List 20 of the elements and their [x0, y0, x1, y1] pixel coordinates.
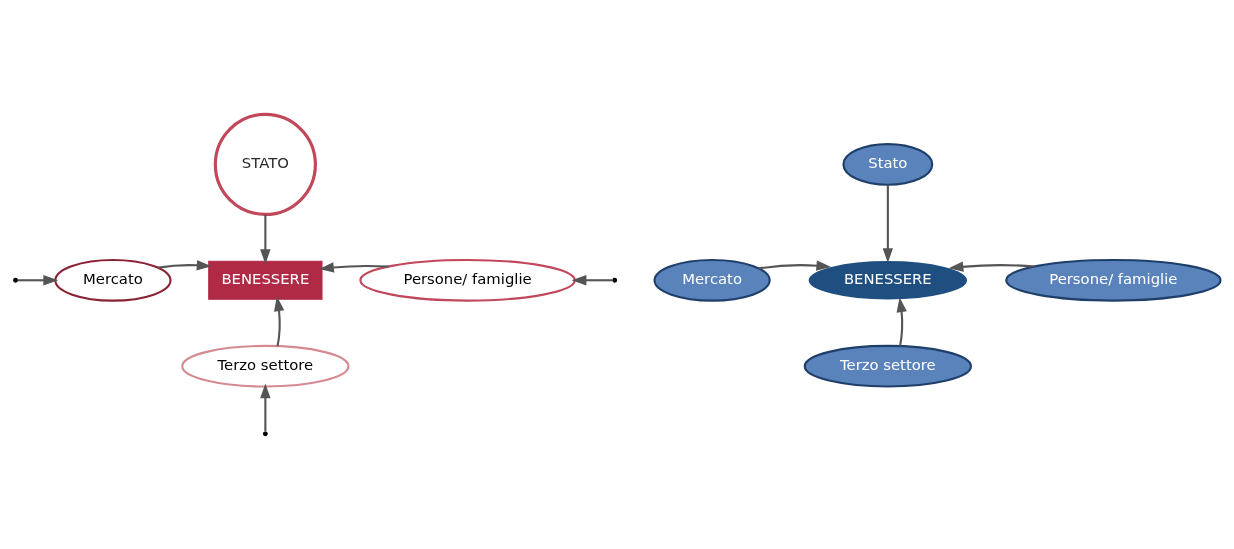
arrow — [758, 259, 832, 271]
arrow — [319, 261, 389, 273]
arrow — [274, 295, 285, 346]
arrow — [158, 259, 212, 270]
arrow — [948, 261, 1035, 272]
node-ellipse: Mercato — [653, 258, 771, 302]
arrow — [571, 274, 613, 285]
arrow — [882, 184, 894, 263]
arrow — [896, 296, 907, 346]
arrow — [17, 274, 59, 285]
node-circle: STATO — [213, 112, 317, 216]
node-ellipse: Persone/ famiglie — [359, 258, 576, 302]
node-ellipse: Mercato — [54, 258, 172, 302]
node-ellipse: Stato — [842, 142, 934, 186]
arrow — [260, 214, 271, 264]
node-box: BENESSERE — [208, 260, 323, 300]
node-ellipse: Terzo settore — [181, 344, 350, 388]
arrow — [260, 382, 271, 432]
node-ellipse: Terzo settore — [803, 344, 972, 388]
node-ellipse: Persone/ famiglie — [1005, 258, 1222, 302]
